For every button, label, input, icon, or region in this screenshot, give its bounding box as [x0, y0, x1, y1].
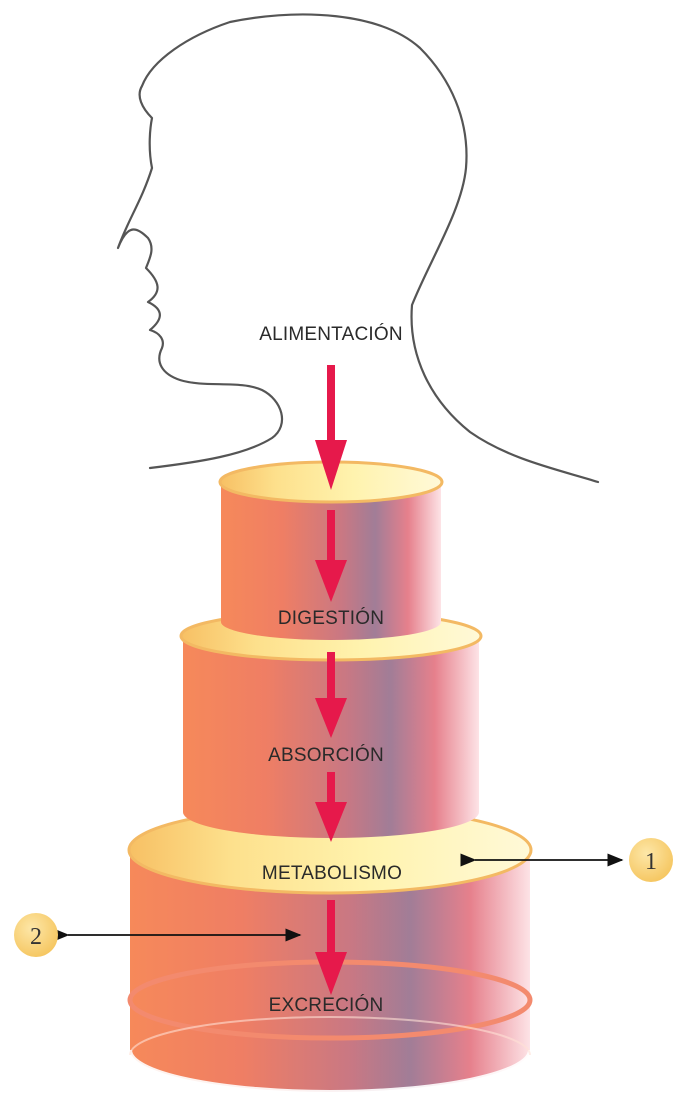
label-digestion: DIGESTIÓN	[278, 607, 384, 629]
label-alimentacion: ALIMENTACIÓN	[259, 323, 403, 345]
label-excrecion: EXCRECIÓN	[269, 994, 384, 1016]
label-absorcion: ABSORCIÓN	[268, 744, 384, 766]
callout-1-number: 1	[645, 849, 657, 875]
human-head-profile-icon	[118, 15, 598, 482]
callout-2-number: 2	[30, 924, 42, 950]
label-metabolismo: METABOLISMO	[262, 863, 402, 884]
